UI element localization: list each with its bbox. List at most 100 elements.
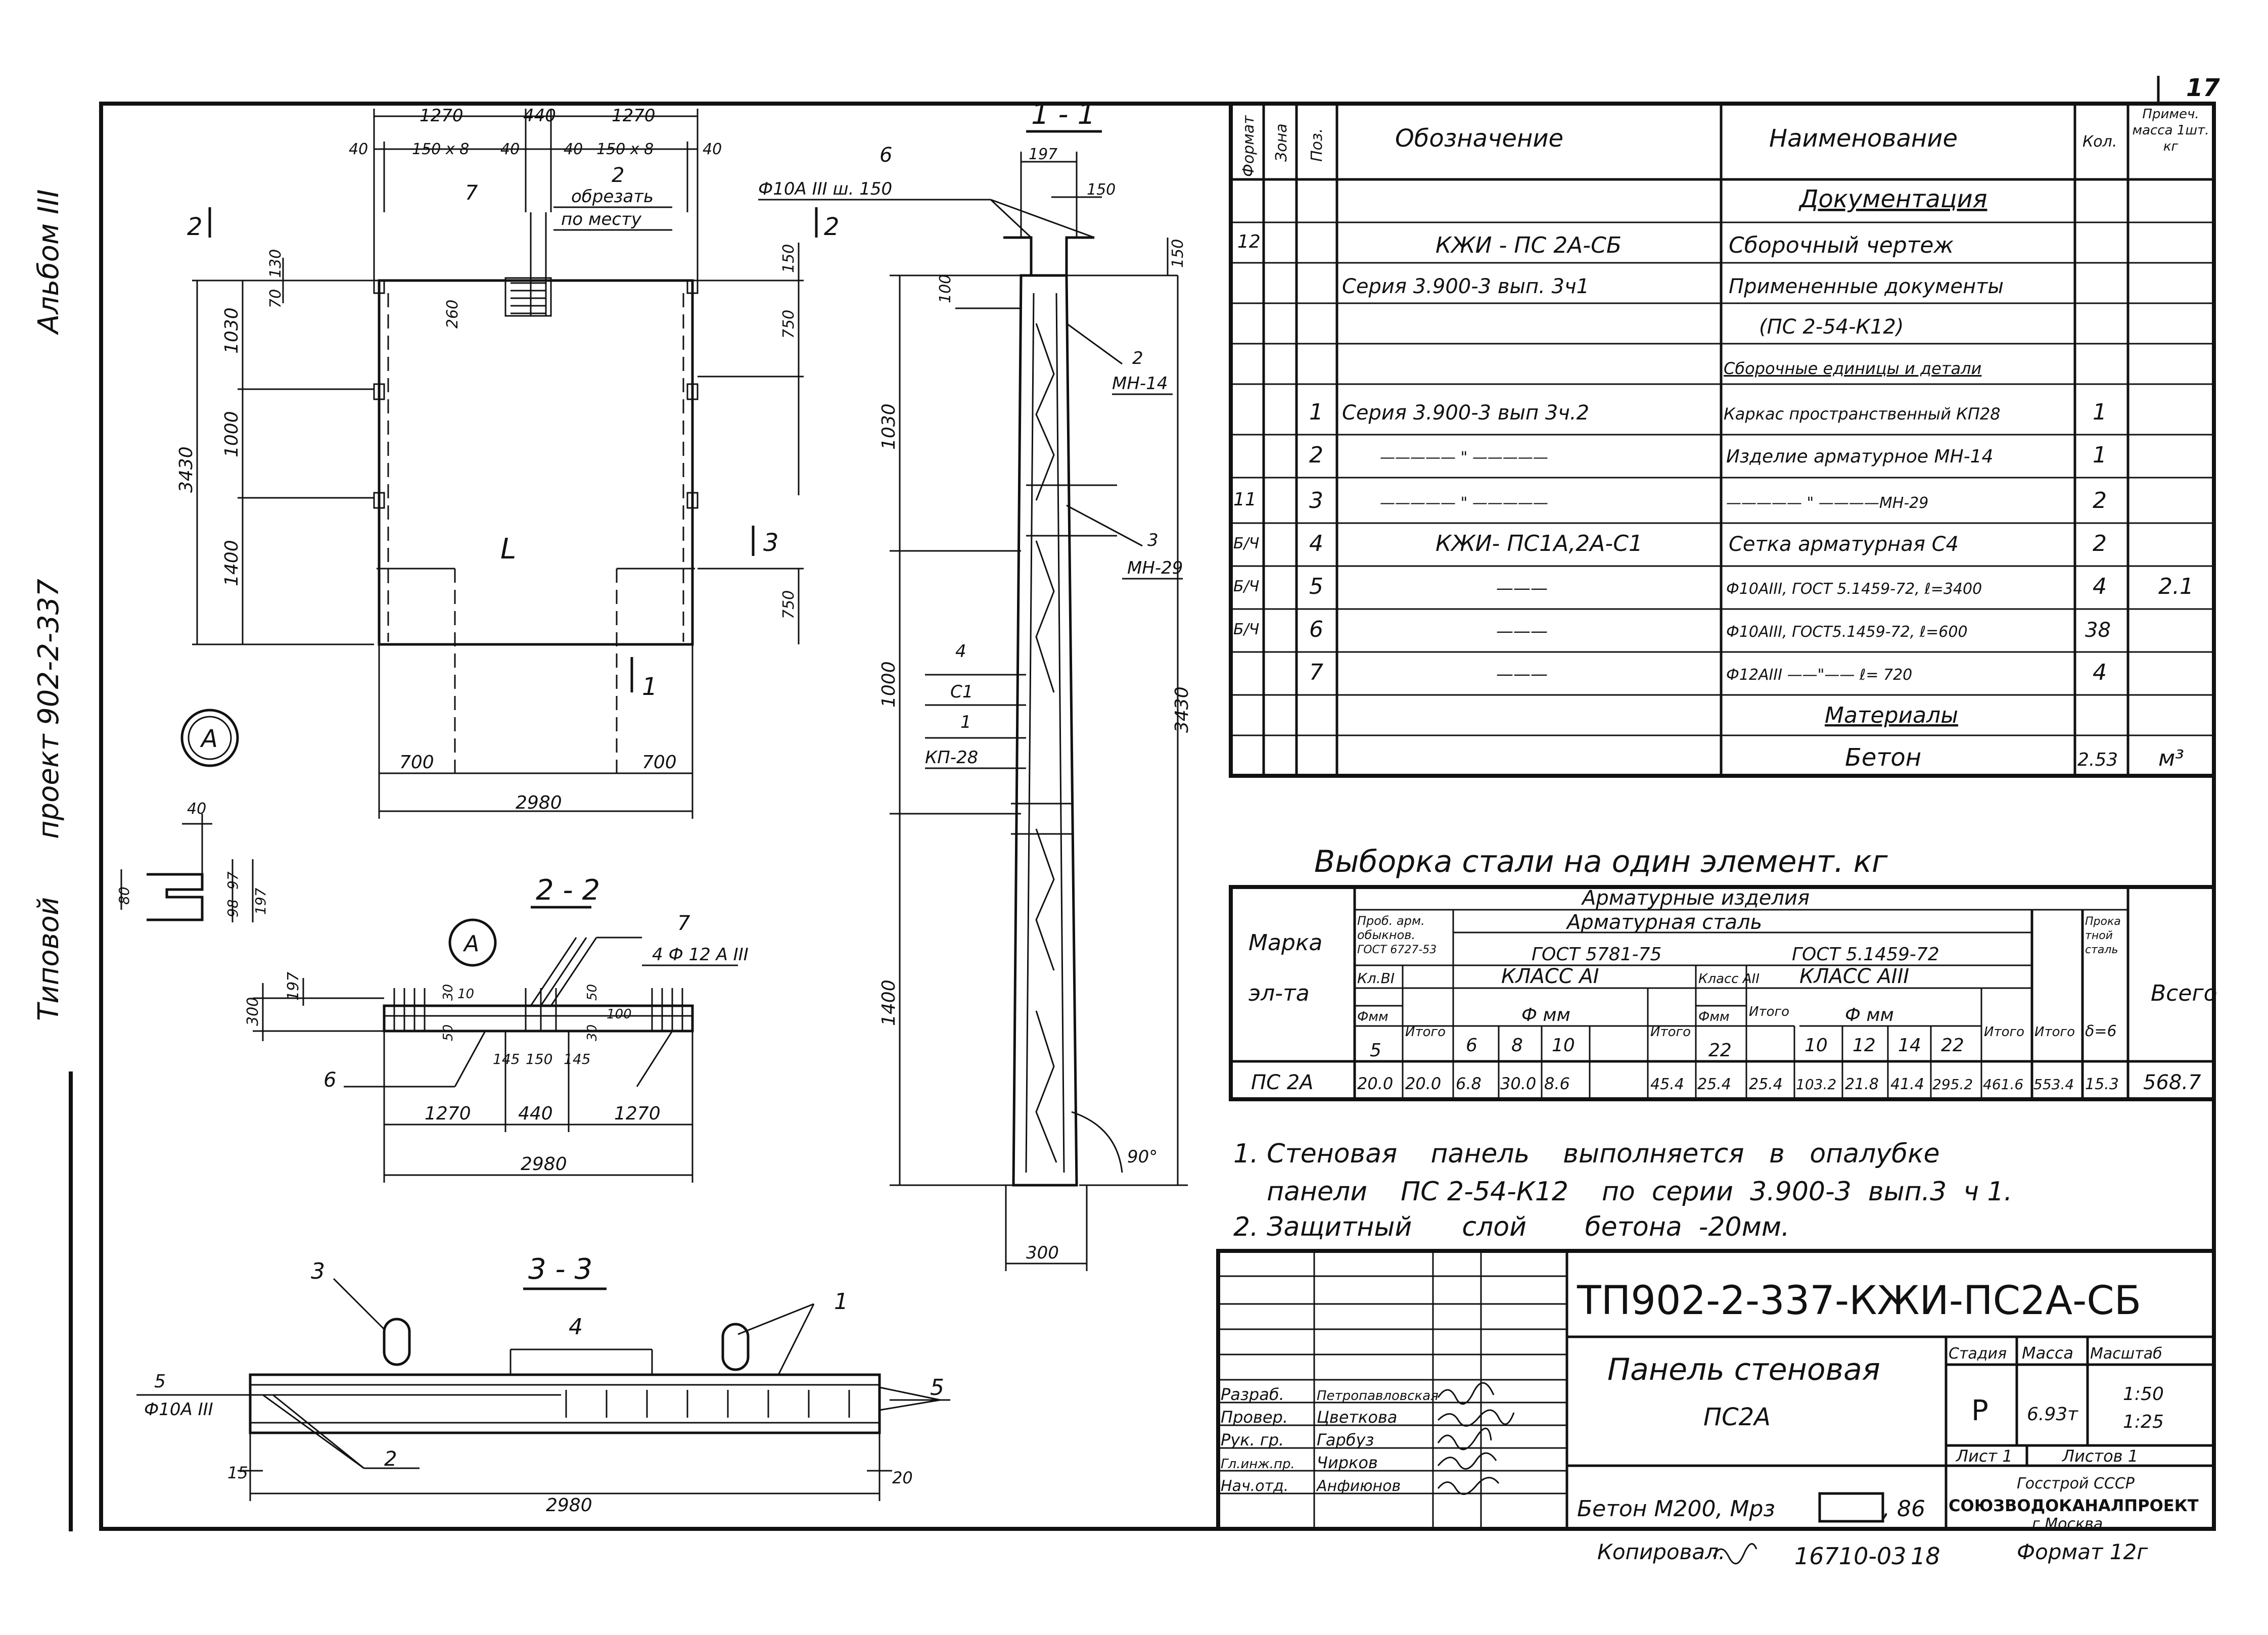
- section33-callout: 1: [834, 1289, 848, 1315]
- spec-designation: ———: [1496, 578, 1548, 598]
- spec-name: ————— " ————МН-29: [1726, 494, 1928, 512]
- section11-bar-note: Ф10А III ш. 150: [758, 179, 892, 199]
- section11-dim-left: 1000: [878, 661, 899, 708]
- plan-view: 1270 440 1270 40 150 x 8 40 40 150 x 8 4…: [176, 106, 840, 819]
- plan-note: по месту: [561, 209, 642, 229]
- plan-dim-total-width: 2980: [516, 792, 562, 813]
- section33-callout: 2: [384, 1447, 397, 1471]
- steel-header: ГОСТ 5.1459-72: [1792, 944, 1939, 965]
- plan-dim-bottom: 700: [399, 752, 434, 773]
- steel-header-wire: ГОСТ 6727-53: [1357, 944, 1437, 956]
- steel-value: 45.4: [1650, 1076, 1684, 1093]
- plan-dim-260: 260: [444, 300, 461, 329]
- section-mark: 2: [187, 213, 203, 241]
- tb-concrete: Бетон М200, Мрз: [1577, 1496, 1775, 1522]
- spec-pos: 6: [1309, 617, 1323, 642]
- steel-value: 553.4: [2033, 1076, 2074, 1093]
- tb-person: Гарбуз: [1317, 1430, 1374, 1450]
- steel-value: 6.8: [1456, 1074, 1482, 1093]
- plan-dim-small: 150 x 8: [412, 141, 469, 158]
- section22-small: 30: [441, 984, 456, 1001]
- section22-mid: 145: [493, 1051, 520, 1067]
- spec-format: Б/Ч: [1233, 578, 1259, 595]
- section33-dim: 15: [227, 1463, 248, 1482]
- steel-diam: 12: [1853, 1035, 1876, 1056]
- spec-format: 12: [1237, 231, 1261, 252]
- steel-header: Ф мм: [1845, 1005, 1894, 1025]
- plan-callout: 7: [465, 181, 478, 205]
- section11-dim-total: 3430: [1172, 686, 1192, 733]
- spec-qty: 2: [2093, 488, 2107, 513]
- plan-dim-small: 40: [703, 141, 722, 158]
- plan-dim-left: 1000: [221, 411, 242, 457]
- plan-dim-small: 40: [500, 141, 520, 158]
- plan-dim-small: 40: [564, 141, 583, 158]
- plan-dim-top: 440: [523, 106, 556, 126]
- steel-diam: 14: [1898, 1035, 1921, 1056]
- steel-header-rolled: сталь: [2085, 944, 2118, 956]
- spec-designation: КЖИ - ПС 2А-СБ: [1436, 232, 1622, 258]
- section33-callout: 5: [930, 1375, 944, 1400]
- section22-bottom: 1270: [614, 1103, 661, 1124]
- steel-value: 25.4: [1697, 1076, 1731, 1093]
- spec-name: Ф12АIII ——"—— ℓ= 720: [1726, 666, 1912, 684]
- title-block: ТП902-2-337-КЖИ-ПС2А-СБ Панель стеновая …: [1216, 1249, 2216, 1533]
- tb-person: Анфиюнов: [1316, 1477, 1401, 1495]
- detail-a-marker: [448, 918, 497, 967]
- section-title: 2 - 2: [536, 874, 600, 907]
- spec-name-heading: Сборочные единицы и детали: [1724, 359, 1981, 378]
- spec-table: Формат Зона Поз. Обозначение Наименовани…: [1229, 102, 2216, 778]
- tb-mass: 6.93т: [2027, 1404, 2078, 1425]
- spec-pos: 3: [1309, 488, 1323, 513]
- side-label-title: Типовой: [32, 897, 65, 1021]
- spec-row-lines: [1231, 221, 2214, 736]
- spec-designation: КЖИ- ПС1А,2А-С1: [1436, 531, 1643, 556]
- section33-callout: 4: [569, 1314, 583, 1340]
- steel-header: Арматурные изделия: [1581, 886, 1810, 910]
- spec-designation: Серия 3.900-3 вып 3ч.2: [1342, 401, 1589, 425]
- spec-qty: 4: [2093, 574, 2107, 599]
- plan-dim-top: 1270: [420, 106, 464, 126]
- detail-a-letter: A: [200, 725, 218, 753]
- section11-callout: 6: [880, 144, 892, 167]
- section11-label-num: 1: [960, 712, 971, 732]
- plan-letter-l: L: [500, 533, 516, 566]
- note-line: 2. Защитный слой бетона -20мм.: [1233, 1212, 1790, 1242]
- steel-header: Всего: [2151, 980, 2217, 1006]
- section-mark: 1: [642, 673, 658, 701]
- spec-name: Бетон: [1845, 743, 1921, 772]
- tb-stage: Р: [1971, 1394, 1988, 1427]
- tb-scale: 1:50: [2123, 1384, 2164, 1405]
- steel-value: 20.0: [1405, 1074, 1441, 1093]
- spec-designation: ————— " —————: [1380, 449, 1548, 466]
- section33-dim: 20: [892, 1468, 913, 1487]
- section11-dim: 150: [1087, 181, 1116, 199]
- spec-format: 11: [1233, 489, 1257, 510]
- section11-dim: 150: [1169, 239, 1187, 268]
- detail-a-marker: [180, 709, 239, 767]
- tb-role: Гл.инж.пр.: [1221, 1457, 1295, 1472]
- steel-header-mark: эл-та: [1248, 980, 1310, 1006]
- steel-header: Итого: [1650, 1024, 1691, 1040]
- drawing-name: ПС2А: [1703, 1403, 1771, 1431]
- spec-pos: 7: [1309, 660, 1323, 685]
- plan-dim-top: 1270: [612, 106, 656, 126]
- detail-dim: 97: [224, 871, 241, 890]
- steel-value: 41.4: [1890, 1076, 1924, 1093]
- spec-qty: 1: [2093, 442, 2107, 468]
- detail-dim: 80: [116, 886, 132, 905]
- spec-pos: 1: [1309, 399, 1323, 425]
- steel-header: Фмм: [1357, 1009, 1388, 1024]
- drawing-code: ТП902-2-337-КЖИ-ПС2А-СБ: [1577, 1278, 2141, 1324]
- section33-outline: [249, 1373, 881, 1434]
- steel-diam: 10: [1552, 1035, 1575, 1056]
- section-title: 1 - 1: [1031, 98, 1095, 131]
- steel-header: ГОСТ 5781-75: [1532, 944, 1661, 965]
- spec-designation: ————— " —————: [1380, 494, 1548, 512]
- section-title: 3 - 3: [528, 1253, 592, 1286]
- plan-dim-bottom: 700: [642, 752, 677, 773]
- steel-header: Итого: [2034, 1024, 2075, 1040]
- steel-header-wire: Проб. арм.: [1357, 914, 1425, 928]
- section11-dim: 100: [937, 274, 954, 303]
- spec-pos: 5: [1309, 574, 1323, 599]
